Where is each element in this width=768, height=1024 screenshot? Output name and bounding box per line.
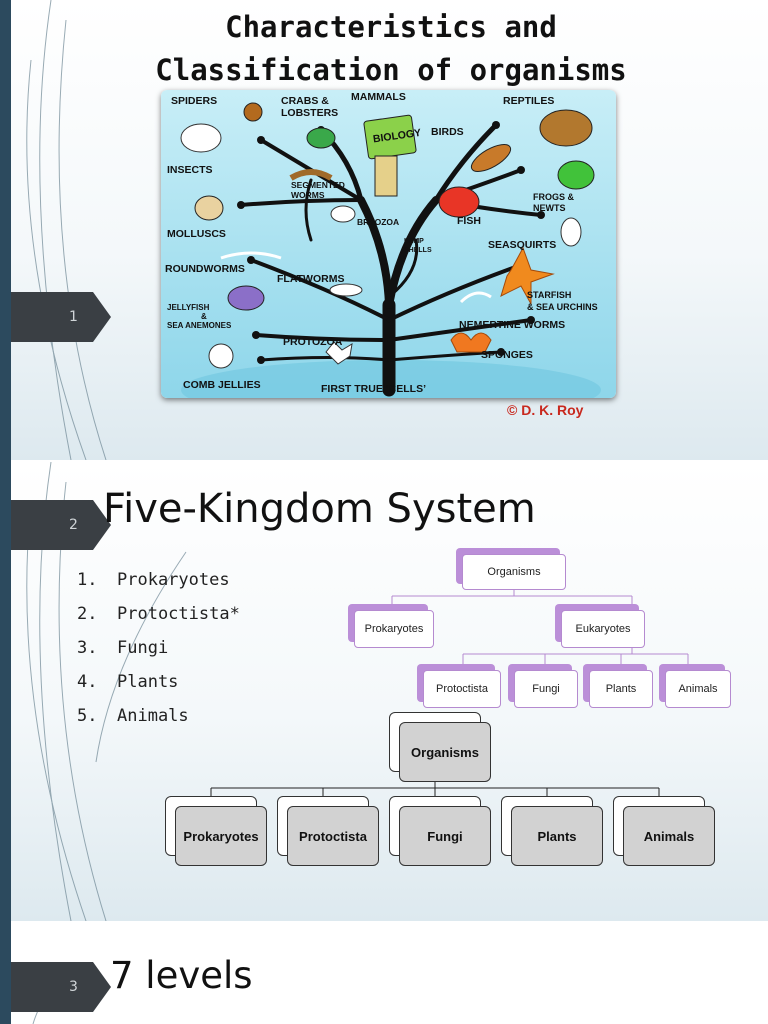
slide-1[interactable]: 1 Characteristics and Classification of …	[11, 0, 768, 460]
label-birds: BIRDS	[431, 126, 464, 138]
list-item: 2.Protoctista*	[77, 604, 240, 624]
label-frogs-1: FROGS &	[533, 192, 575, 202]
gray-node-organisms: Organisms	[399, 722, 491, 782]
label-jellyfish-2: &	[201, 312, 207, 321]
label-nemertine: NEMERTINE WORMS	[459, 319, 565, 331]
label-spiders: SPIDERS	[171, 95, 217, 107]
title-line-1: Characteristics and	[225, 10, 557, 44]
slide-2[interactable]: 2 Five-Kingdom System 1.Prokaryotes 2.Pr…	[11, 462, 768, 921]
chart-node-organisms: Organisms	[462, 554, 566, 590]
purple-chart-connectors	[210, 590, 689, 796]
chart-node-protoctista: Protoctista	[423, 670, 501, 708]
list-item: 5.Animals	[77, 706, 189, 726]
gray-node-prokaryotes: Prokaryotes	[175, 806, 267, 866]
left-accent-stripe	[0, 0, 11, 1024]
label-crabs-2: LOBSTERS	[281, 107, 338, 119]
label-starfish-1: STARFISH	[527, 290, 571, 300]
label-molluscs: MOLLUSCS	[167, 228, 226, 240]
label-starfish-2: & SEA URCHINS	[527, 302, 598, 312]
title-line-2: Classification of organisms	[155, 53, 627, 87]
label-bryozoa: BRYOZOA	[357, 217, 399, 227]
label-roundworms: ROUNDWORMS	[165, 263, 245, 275]
label-jellyfish-3: SEA ANEMONES	[167, 321, 232, 330]
list-item: 1.Prokaryotes	[77, 570, 230, 590]
slide-3[interactable]: 3 7 levels	[11, 924, 768, 1024]
label-first-cells: FIRST TRUE ‘CELLS’	[321, 383, 426, 395]
copyright-text: © D. K. Roy	[507, 402, 584, 418]
label-lamp-1: LAMP	[404, 238, 424, 245]
label-protozoa: PROTOZOA	[283, 336, 343, 348]
label-crabs-1: CRABS &	[281, 95, 329, 107]
slide-number: 1	[69, 309, 78, 325]
label-segmented-2: WORMS	[291, 190, 325, 200]
slide-number: 3	[69, 979, 78, 995]
tree-of-life-illustration: SPIDERS CRABS & LOBSTERS MAMMALS REPTILE…	[161, 90, 616, 398]
chart-node-prokaryotes: Prokaryotes	[354, 610, 434, 648]
label-lamp-2: SHELLS	[404, 247, 432, 254]
label-jellyfish-1: JELLYFISH	[167, 303, 210, 312]
label-flatworms: FLATWORMS	[277, 273, 344, 285]
chart-node-animals: Animals	[665, 670, 731, 708]
gray-node-protoctista: Protoctista	[287, 806, 379, 866]
slide-number-tab: 1	[11, 292, 111, 342]
kingdom-list: 1.Prokaryotes 2.Protoctista* 3.Fungi 4.P…	[77, 570, 240, 740]
list-item: 3.Fungi	[77, 638, 169, 658]
gray-node-fungi: Fungi	[399, 806, 491, 866]
label-segmented-1: SEGMENTED	[291, 180, 345, 190]
chart-node-fungi: Fungi	[514, 670, 578, 708]
chart-node-plants: Plants	[589, 670, 653, 708]
slide-number: 2	[69, 517, 78, 533]
chart-node-eukaryotes: Eukaryotes	[561, 610, 645, 648]
label-reptiles: REPTILES	[503, 95, 554, 107]
gray-node-animals: Animals	[623, 806, 715, 866]
label-mammals: MAMMALS	[351, 91, 406, 103]
label-comb-jellies: COMB JELLIES	[183, 379, 261, 391]
slide-number-tab: 3	[11, 962, 111, 1012]
label-seasquirts: SEASQUIRTS	[488, 239, 556, 251]
gray-node-plants: Plants	[511, 806, 603, 866]
list-item: 4.Plants	[77, 672, 179, 692]
label-frogs-2: NEWTS	[533, 203, 566, 213]
slide-title: 7 levels	[110, 954, 253, 997]
slide-title: Characteristics and Classification of or…	[131, 6, 651, 92]
slide-title: Five-Kingdom System	[103, 486, 536, 532]
creature-illustrations	[180, 102, 595, 369]
label-insects: INSECTS	[167, 164, 213, 176]
label-fish: FISH	[457, 215, 481, 227]
label-sponges: SPONGES	[481, 349, 533, 361]
decorative-curves	[26, 0, 107, 460]
slide-number-tab: 2	[11, 500, 111, 550]
